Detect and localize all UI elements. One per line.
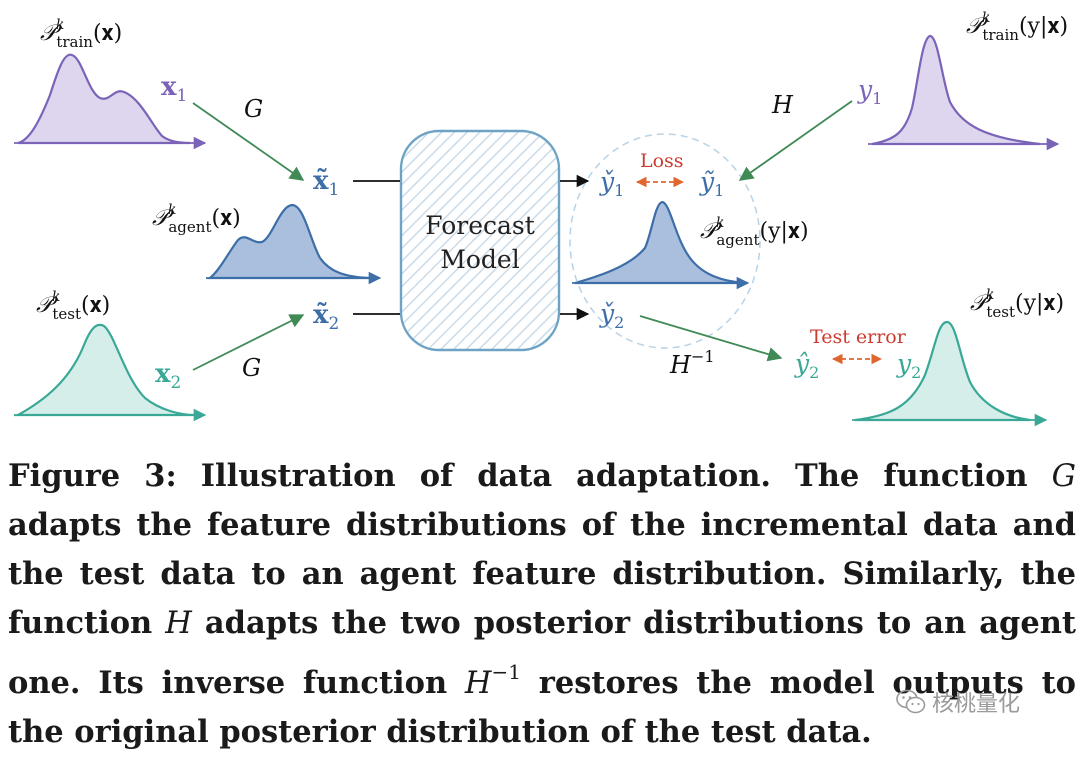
x1-label: 𝐱1 bbox=[161, 72, 187, 106]
g-arrow-x2 bbox=[192, 314, 305, 371]
h-inverse-arrow bbox=[639, 315, 783, 362]
y2-check-label: y̌2 bbox=[599, 299, 624, 332]
figure-caption: Figure 3: Illustration of data adaptatio… bbox=[8, 452, 1076, 757]
h-inverse-label: H−1 bbox=[669, 347, 715, 379]
agent-feature-distribution bbox=[206, 203, 382, 285]
g-arrow-x1 bbox=[192, 102, 305, 181]
caption-part-2: adapts the feature distributions of the … bbox=[8, 507, 1076, 641]
x2-tilde-label: 𝐱̃2 bbox=[313, 300, 339, 334]
y2-label: y2 bbox=[896, 349, 921, 382]
caption-part-3: adapts the two posterior distributions t… bbox=[8, 605, 1076, 701]
g-label-bottom: G bbox=[242, 354, 261, 382]
train-feature-distribution bbox=[14, 53, 207, 150]
caption-h-inverse-exponent: −1 bbox=[491, 660, 522, 684]
test-feature-distribution bbox=[13, 323, 207, 422]
watermark-text: 核桃量化 bbox=[932, 692, 1021, 717]
y2-hat-label: ŷ2 bbox=[794, 349, 819, 382]
caption-g-symbol: G bbox=[1051, 459, 1076, 494]
x1-tilde-label: 𝐱̃1 bbox=[313, 166, 339, 200]
h-label: H bbox=[771, 91, 794, 119]
forecast-model-label-line2: Model bbox=[440, 245, 519, 274]
train-posterior-distribution bbox=[868, 34, 1060, 151]
caption-prefix: Figure 3: Illustration of data adaptatio… bbox=[8, 458, 1052, 494]
agent-posterior-distribution bbox=[572, 200, 750, 290]
watermark: 核桃量化 bbox=[896, 686, 1020, 718]
test-error-label: Test error bbox=[810, 326, 907, 348]
wechat-icon bbox=[896, 689, 926, 714]
test-posterior-distribution bbox=[852, 320, 1048, 427]
caption-part-4: restores the model outputs to the origin… bbox=[8, 665, 1076, 750]
g-label-top: G bbox=[244, 95, 263, 123]
x2-label: 𝐱2 bbox=[155, 359, 181, 393]
caption-h-symbol: H bbox=[165, 606, 192, 641]
h-arrow-y1 bbox=[738, 100, 853, 181]
forecast-model-label-line1: Forecast bbox=[425, 211, 535, 240]
y1-tilde-label: ỹ1 bbox=[699, 167, 724, 200]
y1-label: y1 bbox=[857, 75, 882, 108]
agent-output-region bbox=[569, 133, 761, 349]
forecast-model-box bbox=[399, 129, 561, 352]
caption-h-inverse-symbol: H bbox=[464, 666, 492, 701]
y1-check-label: y̌1 bbox=[599, 167, 624, 200]
loss-label: Loss bbox=[640, 150, 684, 172]
